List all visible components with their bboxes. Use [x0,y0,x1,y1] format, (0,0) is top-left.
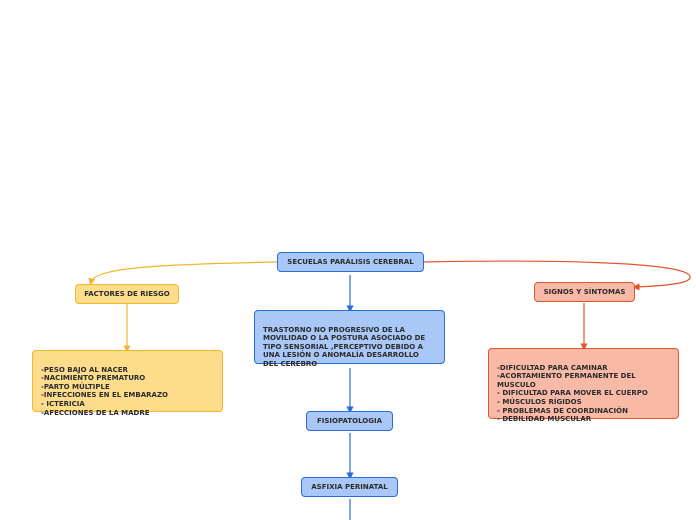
risk-factors-details-node[interactable]: -PESO BAJO AL NACER -NACIMIENTO PREMATUR… [32,350,223,417]
signs-symptoms-label: SIGNOS Y SÍNTOMAS [543,287,626,296]
asphyxia-node[interactable]: ASFIXIA PERINATAL [301,477,398,497]
connector-root-to-signs [423,260,691,291]
pathophysiology-node[interactable]: FISIOPATOLOGIA [306,411,393,431]
risk-factors-label: FACTORES DE RIESGO [84,289,170,298]
asphyxia-label: ASFIXIA PERINATAL [311,482,388,491]
risk-factors-node[interactable]: FACTORES DE RIESGO [75,284,179,304]
root-node-label: SECUELAS PARÁLISIS CEREBRAL [287,257,414,266]
connector-root-to-risk [88,261,278,286]
risk-factors-details-text: -PESO BAJO AL NACER -NACIMIENTO PREMATUR… [41,365,168,417]
signs-symptoms-details-text: -DIFICULTAD PARA CAMINAR -ACORTAMIENTO P… [497,363,648,424]
signs-symptoms-node[interactable]: SIGNOS Y SÍNTOMAS [534,282,635,302]
signs-symptoms-details-node[interactable]: -DIFICULTAD PARA CAMINAR -ACORTAMIENTO P… [488,348,679,423]
pathophysiology-label: FISIOPATOLOGIA [317,416,382,425]
definition-node[interactable]: TRASTORNO NO PROGRESIVO DE LA MOVILIDAD … [254,310,445,368]
definition-text: TRASTORNO NO PROGRESIVO DE LA MOVILIDAD … [263,325,426,368]
root-node[interactable]: SECUELAS PARÁLISIS CEREBRAL [277,252,424,272]
